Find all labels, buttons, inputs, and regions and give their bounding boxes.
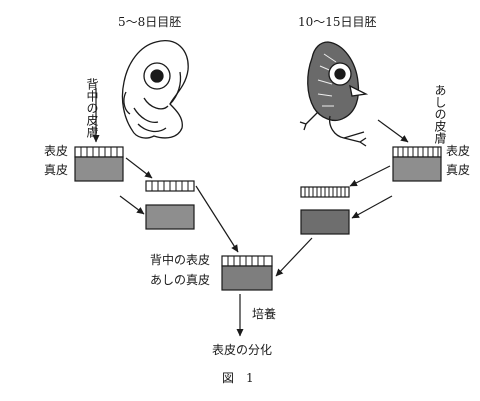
figure-caption: 図 1 [222, 371, 254, 385]
arrow-leg-dermis [351, 195, 393, 219]
back-dermis-layer [74, 156, 124, 182]
culture-label: 培養 [252, 306, 276, 321]
back-dermis-separated [145, 204, 195, 230]
right-epidermis-label: 表皮 [446, 144, 470, 158]
combined-epidermis-label: 背中の表皮 [150, 252, 210, 267]
back-epidermis-separated [145, 180, 195, 192]
leg-skin-block [392, 146, 442, 182]
arrow-leg-epidermis [349, 165, 391, 187]
back-skin-block [74, 146, 124, 182]
leg-skin-label: あしの皮膚 [433, 84, 447, 144]
arrow-epidermis-to-combined [195, 185, 239, 253]
leg-dermis-separated [300, 209, 350, 235]
arrow-dermis-to-combined [275, 237, 313, 277]
left-stage-title: 5～8日目胚 [118, 15, 181, 29]
back-skin-label: 背中の皮膚 [85, 78, 99, 138]
leg-epidermis-separated [300, 186, 350, 198]
late-embryo-illustration [299, 41, 369, 147]
leg-epidermis-layer [392, 146, 442, 158]
arrow-back-dermis [119, 195, 145, 215]
flow-arrows [92, 88, 409, 337]
arrow-leg-to-block [377, 119, 409, 143]
arrow-back-epidermis [125, 157, 153, 179]
left-epidermis-label: 表皮 [44, 144, 68, 158]
early-embryo-illustration [121, 40, 189, 139]
combined-dermis-label: あしの真皮 [150, 273, 210, 287]
right-dermis-label: 真皮 [446, 163, 470, 177]
right-stage-title: 10～15日目胚 [298, 15, 377, 29]
leg-dermis-layer [392, 156, 442, 182]
result-label: 表皮の分化 [212, 343, 272, 357]
left-dermis-label: 真皮 [44, 163, 68, 177]
recombined-skin-block [221, 255, 273, 291]
